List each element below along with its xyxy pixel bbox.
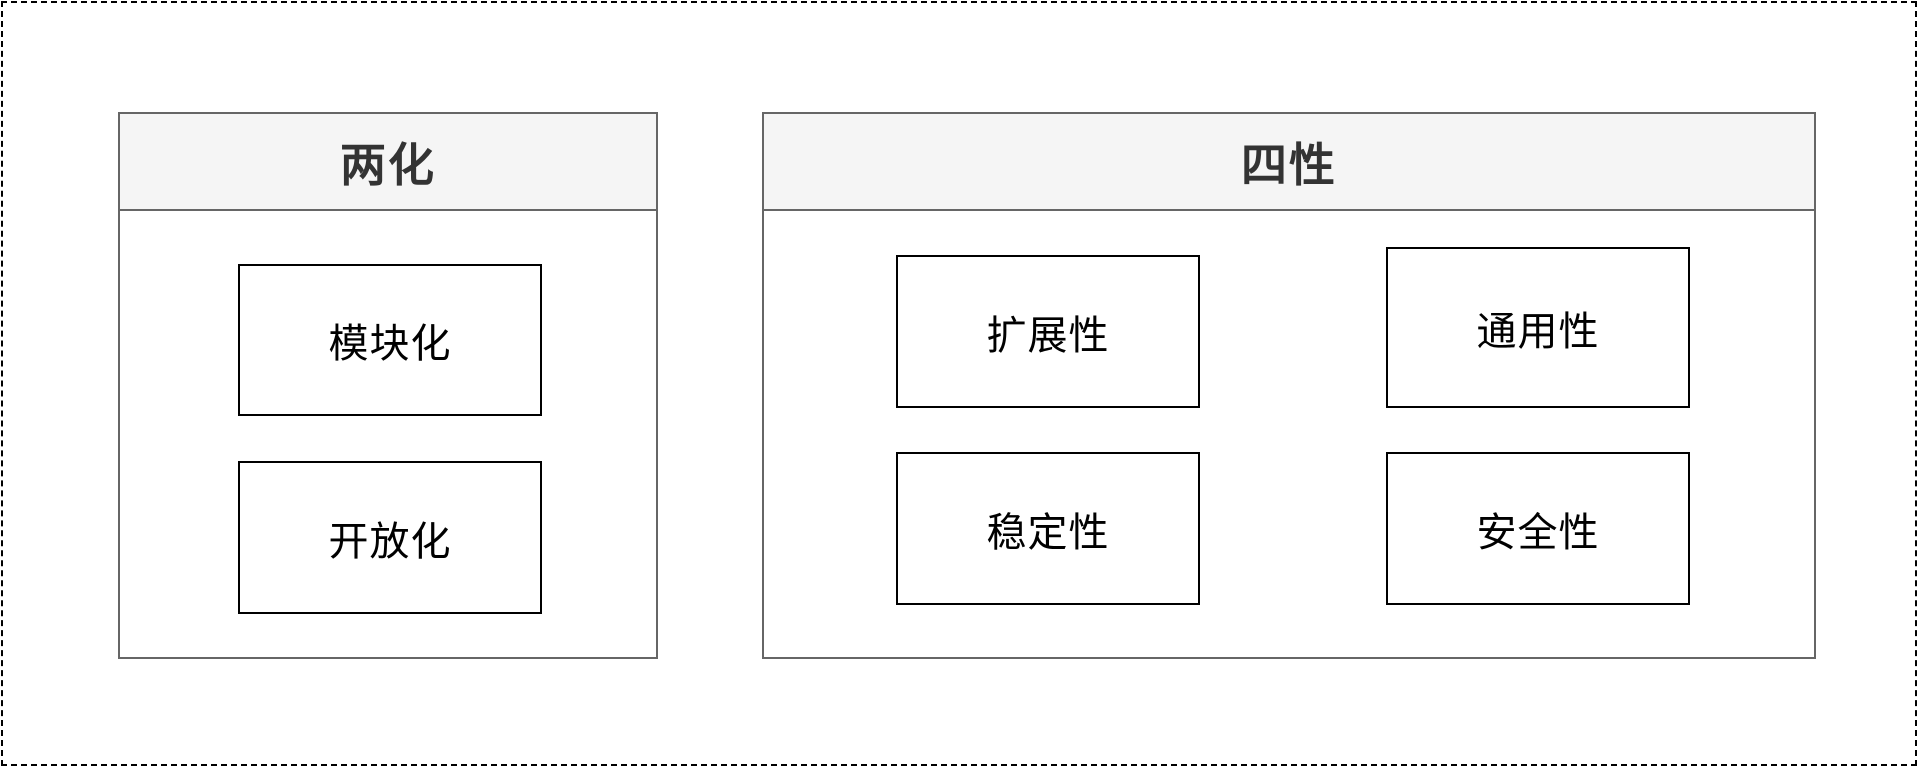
- item-box: 模块化: [238, 264, 542, 416]
- item-box: 开放化: [238, 461, 542, 614]
- group-title: 四性: [764, 114, 1814, 211]
- item-box: 安全性: [1386, 452, 1690, 605]
- group-title: 两化: [120, 114, 656, 211]
- item-box: 通用性: [1386, 247, 1690, 408]
- item-box: 稳定性: [896, 452, 1200, 605]
- item-box: 扩展性: [896, 255, 1200, 408]
